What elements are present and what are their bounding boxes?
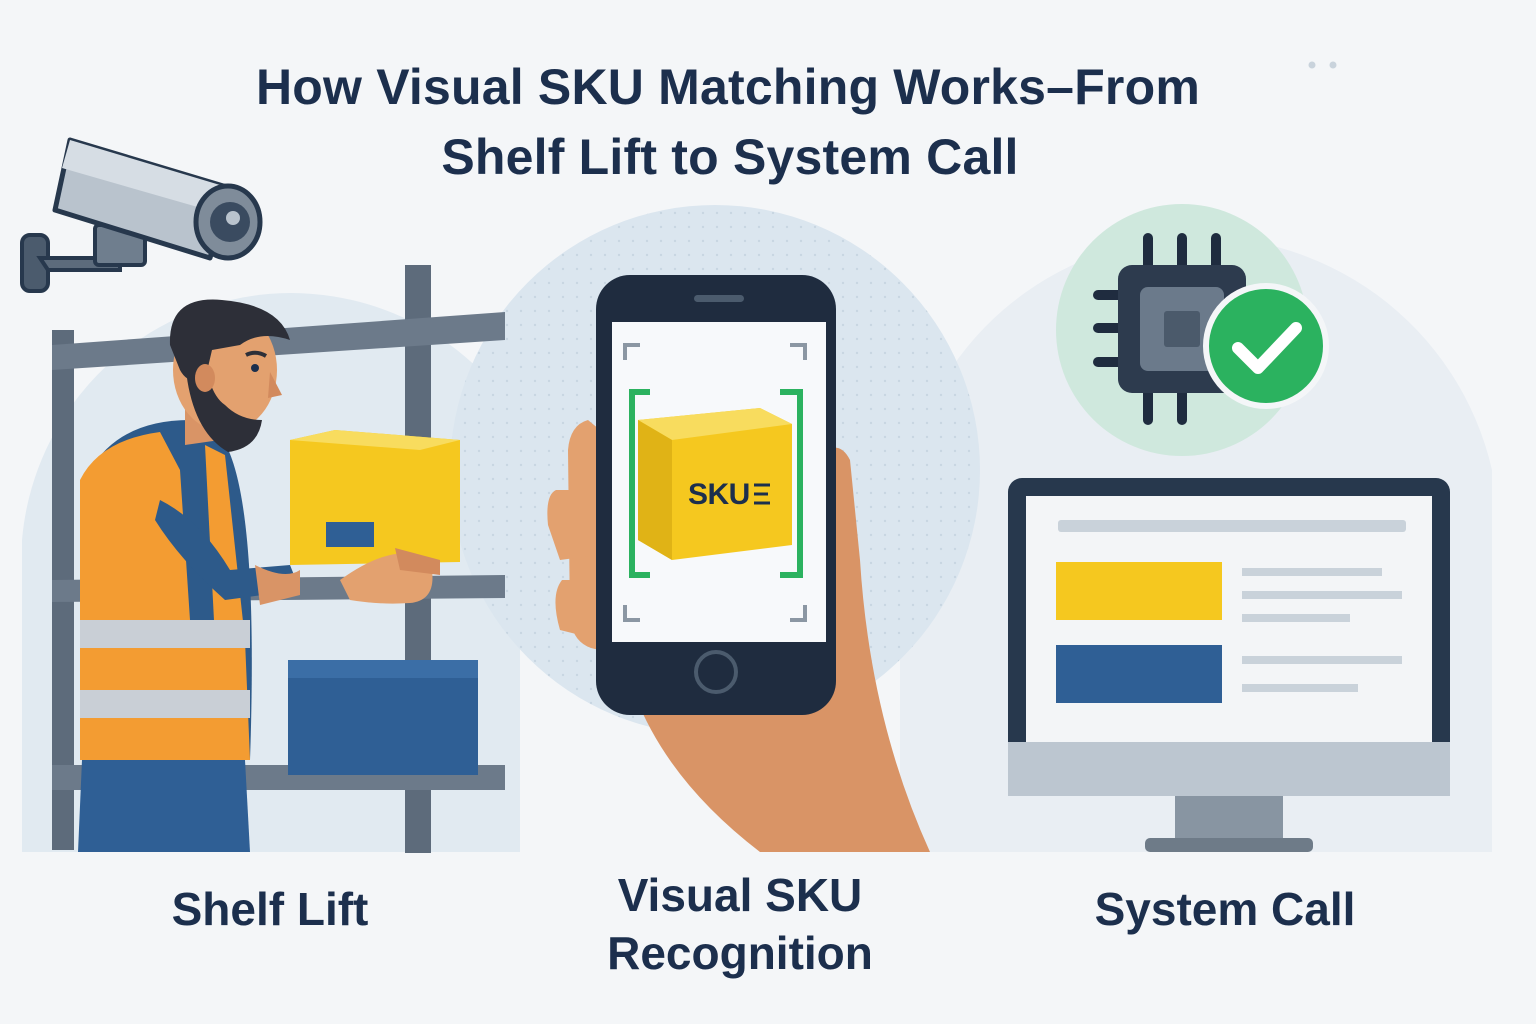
decorative-dots: [1308, 61, 1337, 69]
warehouse-worker: [78, 299, 460, 852]
step-label-shelf-lift: Shelf Lift: [171, 883, 369, 935]
security-camera-icon: [20, 137, 263, 293]
title-line-1: How Visual SKU Matching Works–From: [255, 59, 1200, 115]
sku-box-label: SKU: [688, 478, 750, 511]
step-label-system-call: System Call: [1094, 883, 1356, 935]
title-line-2: Shelf Lift to System Call: [441, 129, 1019, 185]
step-label-line-1: Visual SKU: [617, 869, 863, 921]
smartphone: [596, 275, 836, 715]
step-label-visual-sku-recognition: Visual SKU Recognition: [540, 866, 940, 982]
step-label-line-2: Recognition: [607, 927, 873, 979]
hand-holding-phone: [547, 420, 930, 852]
desktop-monitor: [1008, 478, 1450, 852]
check-circle-icon: [1203, 283, 1329, 409]
